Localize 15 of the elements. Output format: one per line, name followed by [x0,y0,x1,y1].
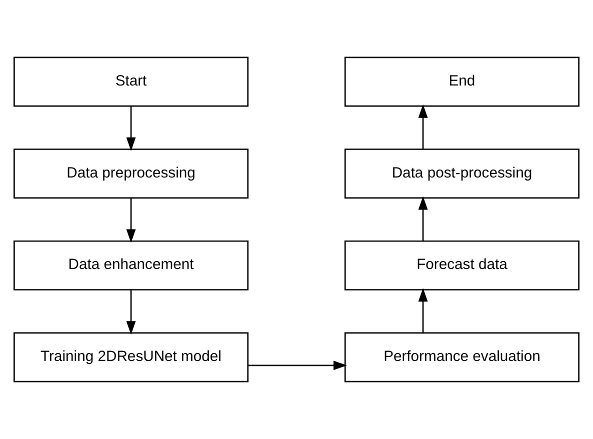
node-box: Data enhancement [14,240,249,290]
arrow [418,104,428,149]
arrow [248,360,348,370]
arrow [418,196,428,241]
arrow [126,106,136,151]
node-box: Data preprocessing [14,148,249,199]
node-box: Performance evaluation [344,332,580,382]
node-box: Start [14,56,249,107]
node-box: End [344,56,580,107]
arrow [126,290,136,335]
node-box: Forecast data [344,240,580,290]
arrow [126,198,136,243]
node-box: Data post-processing [344,148,580,199]
arrow [418,288,428,333]
node-box: Training 2DResUNet model [14,332,249,382]
